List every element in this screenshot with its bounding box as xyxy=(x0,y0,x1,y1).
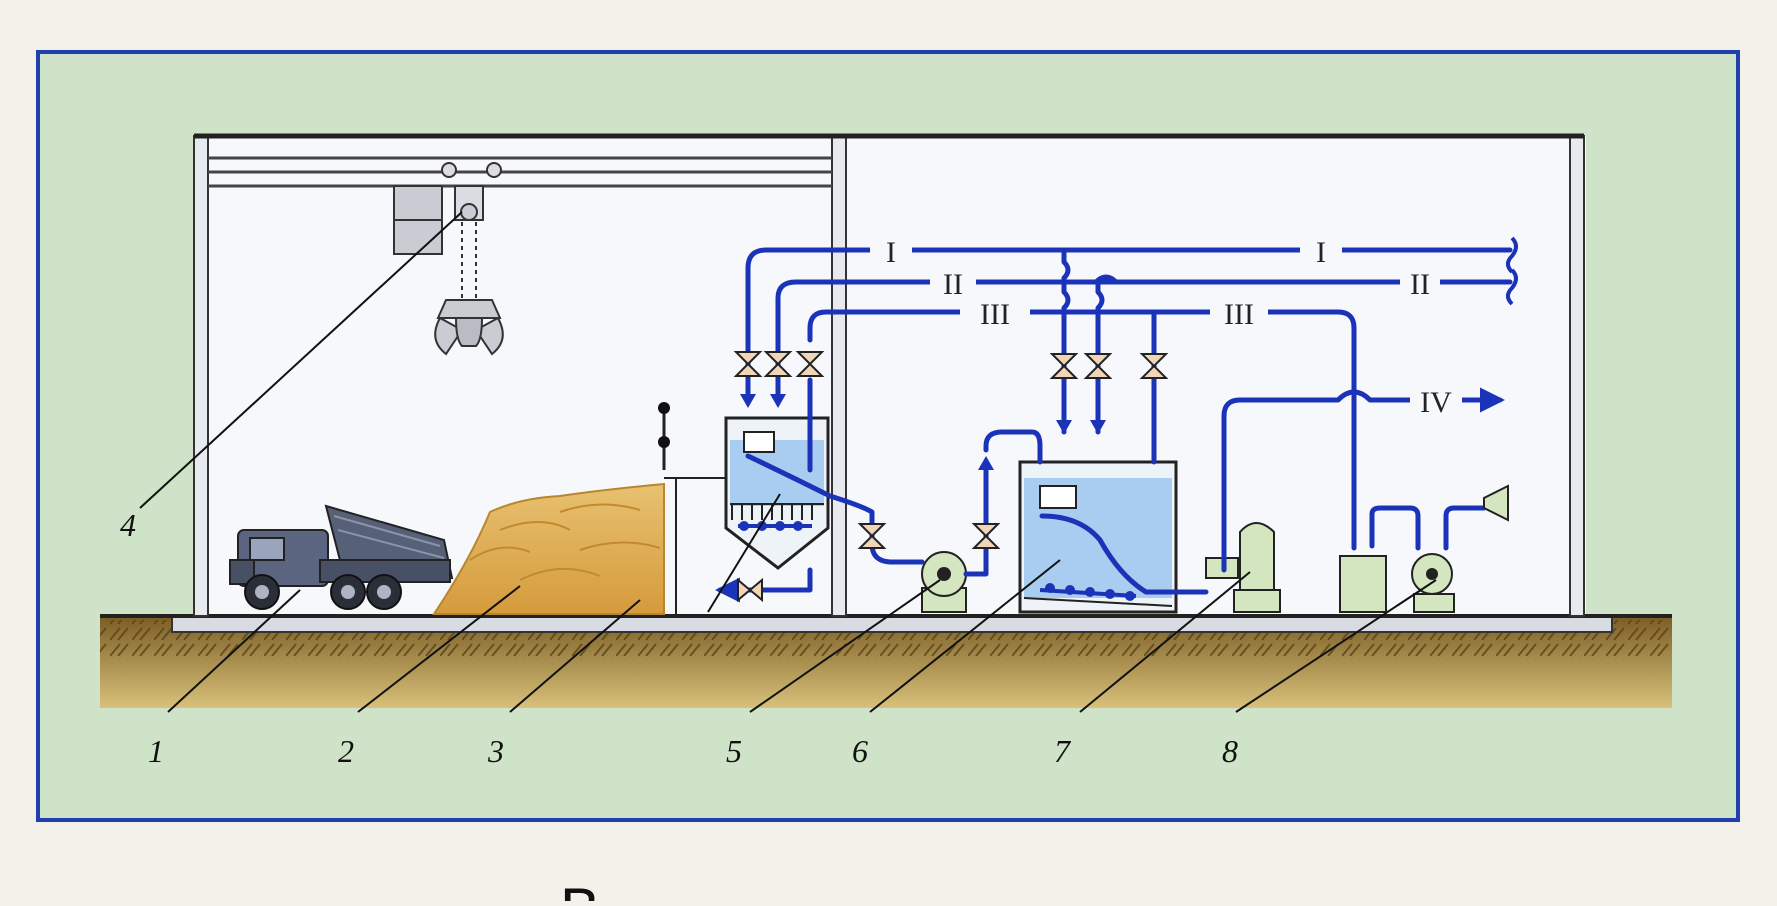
pump-5 xyxy=(921,551,967,613)
right-wall xyxy=(1569,135,1585,617)
label-8: 8 xyxy=(1222,733,1238,769)
middle-wall xyxy=(831,135,847,617)
pipe-label-II: II xyxy=(943,268,963,301)
pipe-label-IV: IV xyxy=(1420,386,1452,419)
label-1: 1 xyxy=(148,733,164,769)
label-2: 2 xyxy=(338,733,354,769)
valve-group xyxy=(733,351,1169,603)
flow-arrows xyxy=(740,394,1106,470)
dump-truck xyxy=(229,504,454,610)
pump-unit-8 xyxy=(1339,553,1455,613)
level-gauge xyxy=(658,402,726,614)
label-5: 5 xyxy=(726,733,742,769)
caption: В xyxy=(560,880,1160,901)
pipe-crossover xyxy=(1336,389,1372,402)
pipe-network xyxy=(715,247,1513,603)
pipe-label-I-right: I xyxy=(1316,236,1326,269)
pipe-label-I: I xyxy=(886,236,896,269)
left-wall xyxy=(193,135,209,617)
sand-pile xyxy=(432,482,665,615)
pipe-label-III-right: III xyxy=(1224,298,1254,331)
floor-slab xyxy=(171,615,1613,633)
pipe-label-II-right: II xyxy=(1410,268,1430,301)
label-7: 7 xyxy=(1054,733,1072,769)
pipe-break xyxy=(1506,268,1518,306)
label-3: 3 xyxy=(487,733,504,769)
outlet-funnel xyxy=(1483,484,1509,522)
pipe-crossover xyxy=(1094,274,1118,284)
pipe-label-III: III xyxy=(980,298,1010,331)
pipe-break xyxy=(1506,236,1518,274)
label-6: 6 xyxy=(852,733,868,769)
label-4: 4 xyxy=(120,507,136,543)
leader-lines xyxy=(139,211,1437,713)
settling-tank xyxy=(1018,460,1178,614)
sand-texture xyxy=(469,503,661,581)
